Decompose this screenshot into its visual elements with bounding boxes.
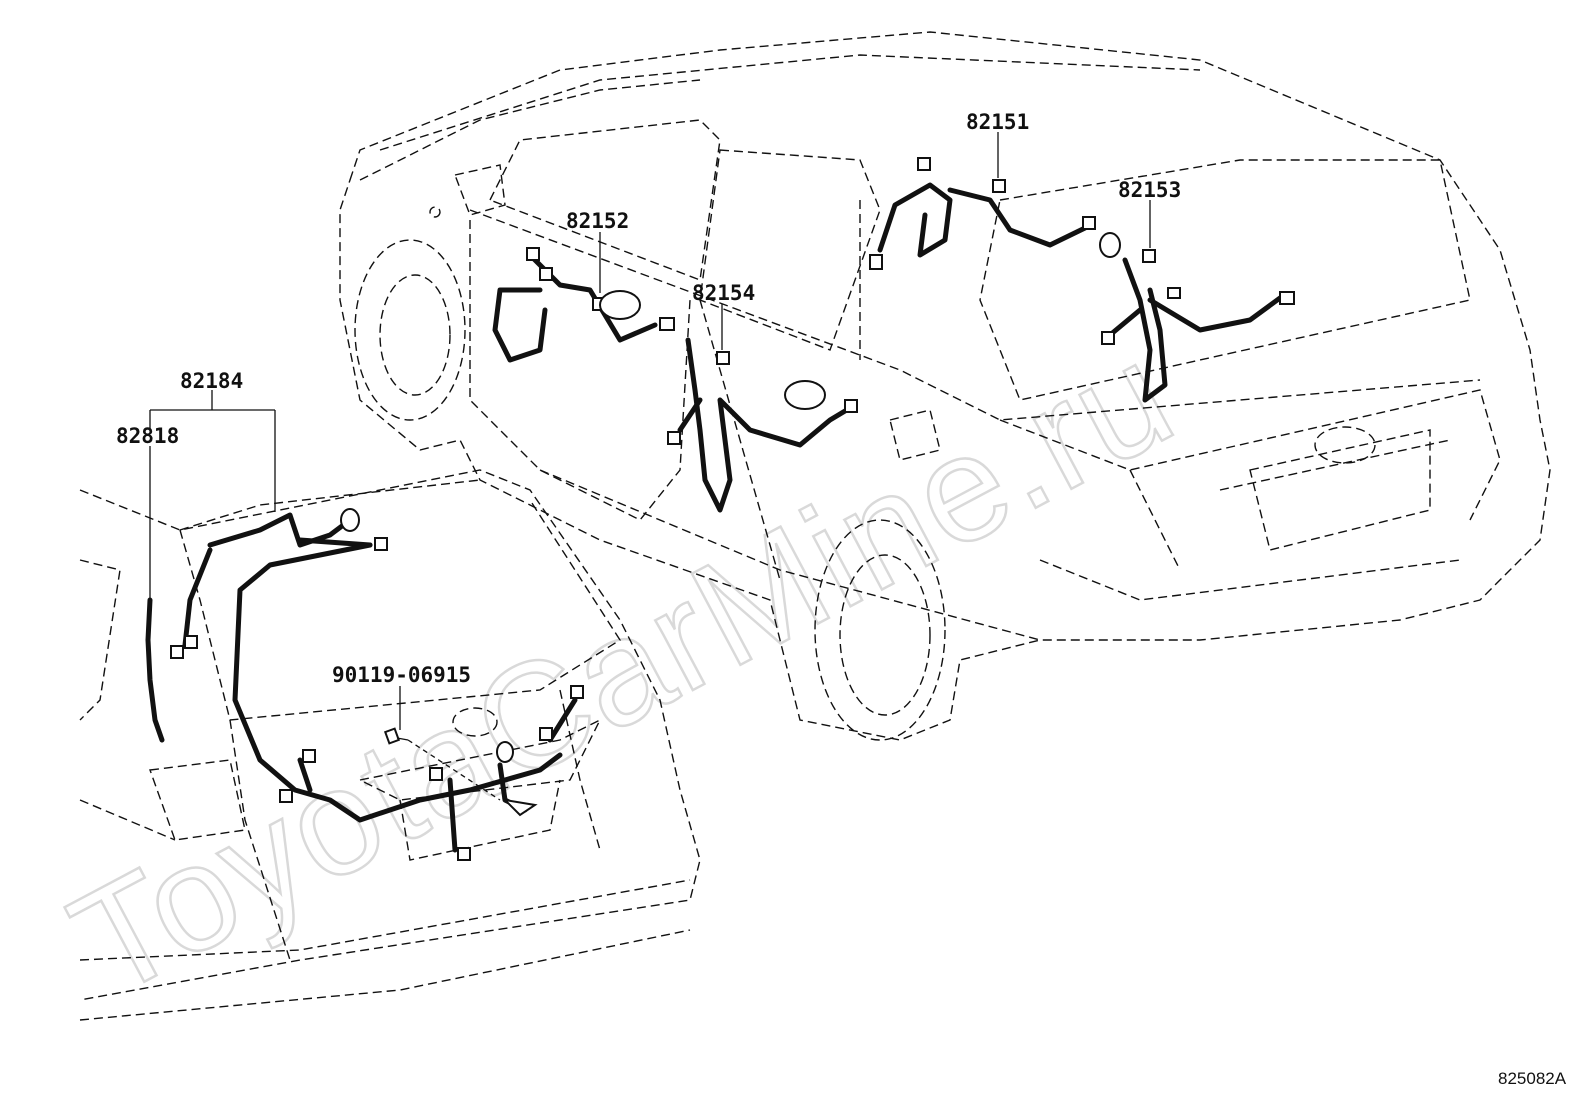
label-82154: 82154: [692, 281, 755, 305]
bolt-90119-06915[interactable]: [383, 727, 501, 801]
watermark: ToyotaCarMine.ru: [46, 309, 1198, 1028]
label-90119-06915: 90119-06915: [332, 663, 471, 687]
sedan-outline: [339, 31, 1551, 741]
hatchback-outline: [79, 469, 701, 1021]
label-82152: 82152: [566, 209, 629, 233]
harness-82151[interactable]: [869, 157, 1096, 270]
label-82153: 82153: [1118, 178, 1181, 202]
harness-82152[interactable]: [492, 247, 675, 363]
label-82818: 82818: [116, 424, 179, 448]
drawing-code: 825082A: [1498, 1069, 1567, 1088]
harness-82153[interactable]: [1099, 232, 1295, 403]
harness-82184[interactable]: [170, 508, 584, 861]
leader-lines: [149, 132, 1151, 730]
harness-82818[interactable]: [145, 597, 165, 743]
harness-82154[interactable]: [667, 337, 858, 513]
label-82184: 82184: [180, 369, 243, 393]
label-82151: 82151: [966, 110, 1029, 134]
